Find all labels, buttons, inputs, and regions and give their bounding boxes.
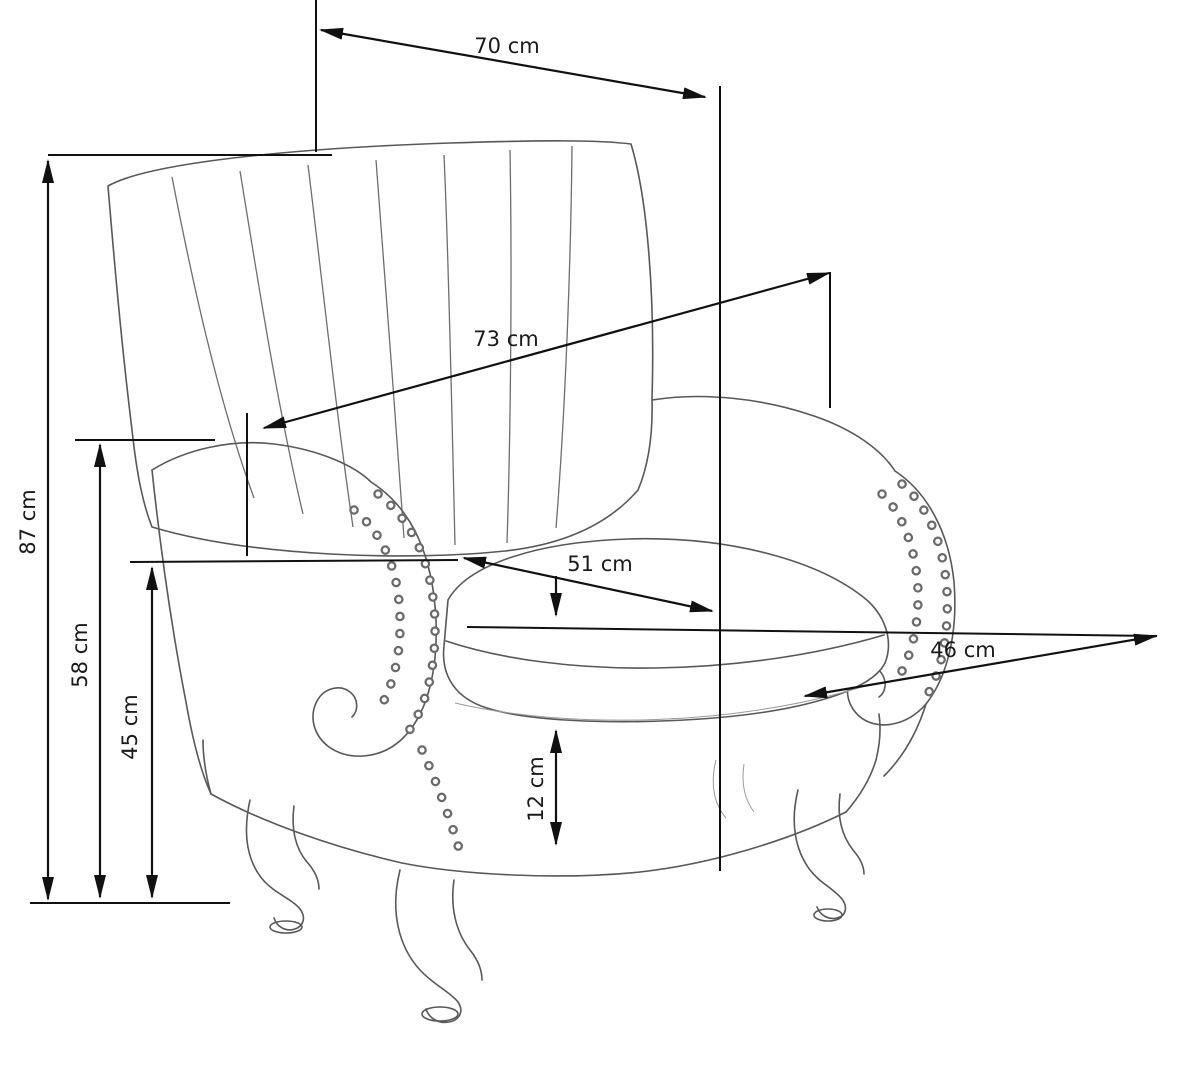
leg-back-left — [245, 799, 305, 931]
dim-label-arm-height: 58 cm — [68, 622, 92, 687]
dim-label-top-width: 70 cm — [474, 34, 539, 58]
dimension-seat-width: 51 cm — [462, 552, 714, 613]
leg-front — [394, 869, 462, 1024]
dimension-back-diagonal: 73 cm — [262, 271, 831, 430]
chair-legs — [245, 759, 865, 1024]
chair-base — [202, 713, 881, 877]
leg-right — [793, 789, 847, 920]
extension-lines — [30, 0, 1158, 904]
dim-label-back-diagonal: 73 cm — [473, 327, 538, 351]
dim-label-seat-height: 45 cm — [118, 694, 142, 759]
chair-left-arm — [151, 441, 438, 795]
dimension-top-width: 70 cm — [319, 27, 707, 100]
dimension-cushion-thickness: 12 cm — [524, 576, 562, 846]
dim-label-seat-width: 51 cm — [567, 552, 632, 576]
ext-seat-top — [129, 559, 459, 563]
dimension-seat-depth: 46 cm — [803, 633, 1158, 699]
dim-label-cushion-thickness: 12 cm — [524, 756, 548, 821]
leg-back-right — [712, 759, 727, 819]
dim-label-seat-depth: 46 cm — [930, 638, 995, 662]
dimension-total-height: 87 cm — [16, 159, 55, 901]
dim-label-total-height: 87 cm — [16, 489, 40, 554]
dimension-seat-height: 45 cm — [118, 566, 158, 899]
dimension-arm-height: 58 cm — [68, 443, 106, 899]
